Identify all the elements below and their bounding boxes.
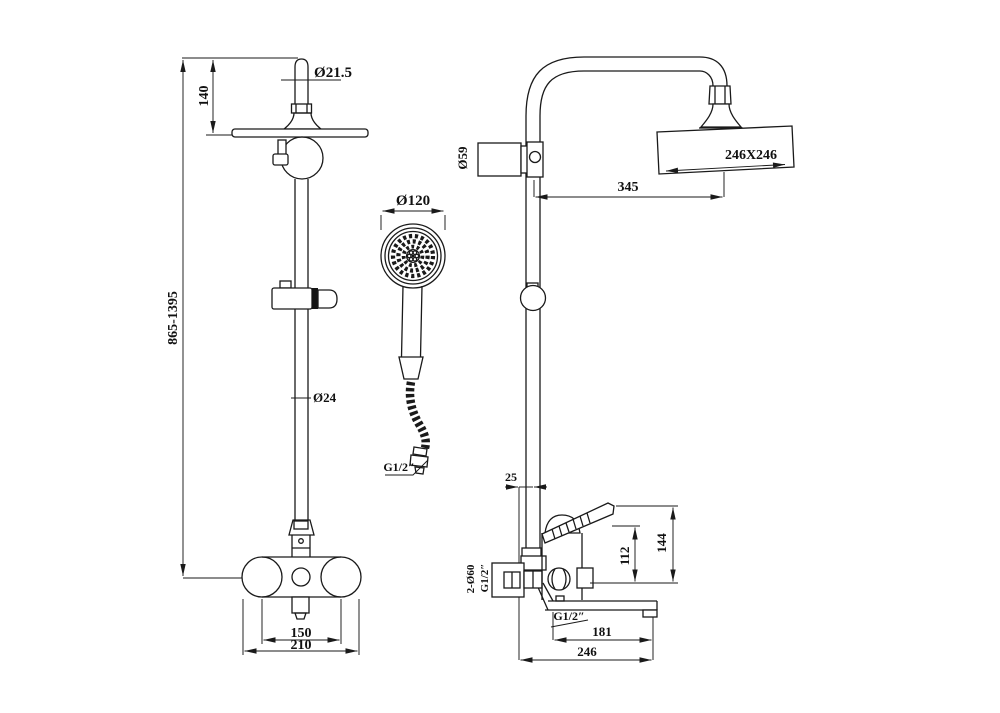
dim-wall-thread: G1/2″: [479, 564, 491, 593]
gooseneck-inner: [539, 70, 714, 117]
dim-top-pipe-dia: Ø21.5: [314, 65, 352, 81]
dim-wall-offset: 25: [505, 470, 517, 484]
dim-line-head-size: [665, 162, 786, 174]
slider-tab: [279, 280, 292, 289]
riser-pipe: [294, 179, 309, 520]
mixer-center: [291, 567, 311, 587]
front-view: Ø21.5 140 865-1395 Ø24 150 210: [166, 57, 369, 655]
mixer-right-union: [320, 556, 362, 598]
hand-shower: Ø120 G1/2″: [380, 193, 446, 476]
dim-overall-reach: 246: [577, 644, 597, 659]
clamp-knob: [528, 150, 542, 164]
shower-hose: [405, 381, 430, 450]
head-nut: [708, 85, 732, 105]
riser-base-fitting: [288, 519, 315, 536]
overhead-shower-side: [656, 125, 795, 175]
head-cone: [699, 103, 743, 128]
aerator: [642, 609, 658, 618]
top-nut: [290, 103, 313, 114]
dim-head-size: 246X246: [725, 148, 777, 163]
dim-arm-drop: 140: [197, 86, 212, 107]
side-riser: [525, 116, 541, 557]
mixer-body: [262, 556, 341, 598]
top-bracket-escutcheon: [477, 142, 522, 177]
dim-body-width: 210: [291, 638, 312, 653]
dim-lever-height: 112: [617, 547, 632, 566]
overhead-plate: [231, 128, 369, 138]
mixer-outlet: [291, 596, 310, 614]
dim-arm-reach: 345: [618, 180, 639, 195]
diverter-knob-side: [547, 567, 571, 591]
top-pipe: [294, 58, 309, 104]
dim-head-dia: Ø120: [396, 193, 430, 209]
hand-shower-handle: [400, 285, 423, 358]
slider-block: [271, 287, 313, 310]
hand-shower-head: [380, 223, 446, 289]
mixer-handle-side: [541, 502, 615, 544]
nozzle-ring-inner: [401, 244, 425, 268]
hose-fitting: [412, 446, 428, 457]
handle-ferrule: [398, 356, 424, 380]
tub-spout: [545, 600, 658, 611]
dim-inlet-spacing: 150: [291, 626, 312, 641]
mixer-left-union: [241, 556, 283, 598]
gooseneck-outer: [525, 56, 728, 117]
slider-joint: [519, 284, 547, 312]
dim-wall-fittings: 2-Ø60: [465, 564, 477, 593]
slider-knob: [317, 289, 338, 309]
leader-spout-thread: [550, 619, 589, 628]
dim-spout-reach: 181: [592, 624, 612, 639]
leader-hose-thread: [385, 459, 429, 476]
valve-body-side: [541, 533, 583, 600]
cone: [282, 112, 323, 130]
dim-bracket-dia: Ø59: [455, 146, 470, 170]
nozzle-ring-outer: [390, 233, 436, 279]
dim-pipe-dia: Ø24: [313, 390, 337, 405]
dim-spout-thread: G1/2″: [553, 609, 584, 623]
dim-height-range: 865-1395: [166, 291, 181, 345]
nozzle-ring-mid: [396, 239, 430, 273]
side-view: 246X246 345 Ø59 25 2-Ø60 G1/2″: [455, 56, 795, 663]
dim-overall-height: 144: [654, 533, 669, 553]
dim-hose-thread: G1/2″: [383, 460, 414, 474]
body-boss: [576, 567, 594, 589]
